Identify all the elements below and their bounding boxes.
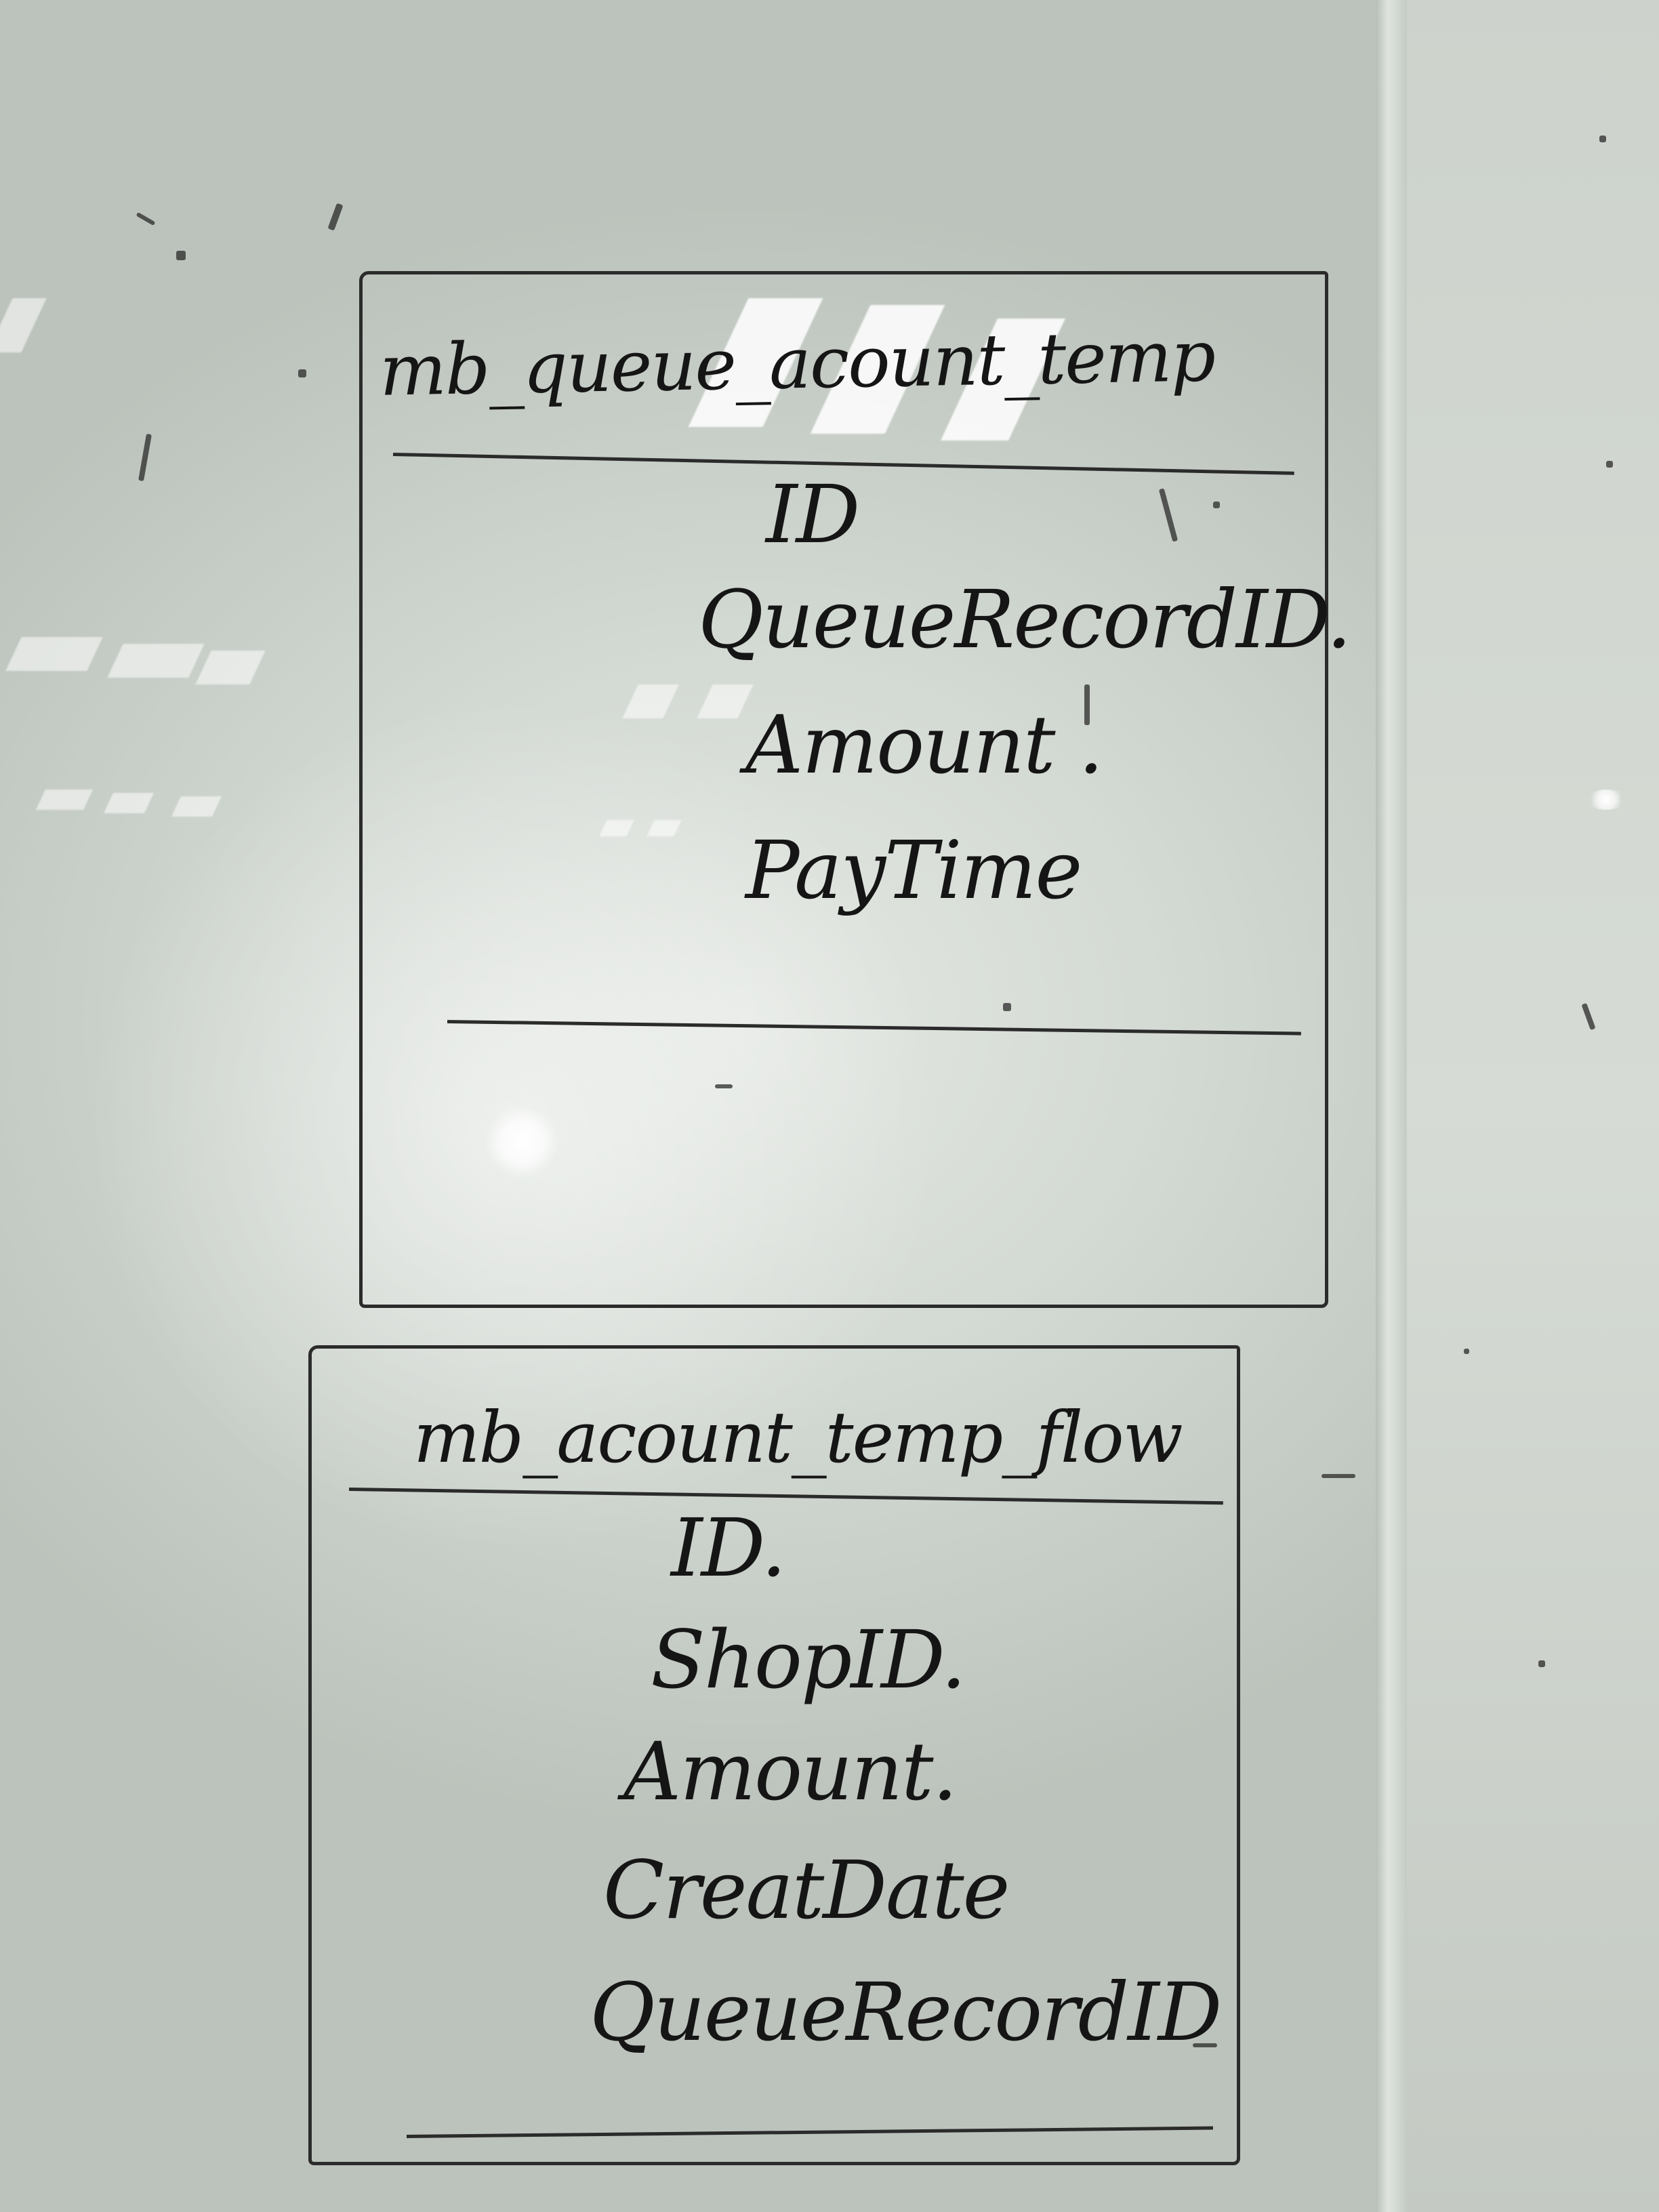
whiteboard-frame-edge <box>1376 0 1407 2212</box>
table-2-field-2: ShopID. <box>651 1613 966 1706</box>
table-2-field-1: ID. <box>671 1501 787 1595</box>
table-box-1 <box>359 271 1328 1308</box>
table-2-field-5: QueueRecordID <box>590 1965 1222 2059</box>
table-1-field-2: QueueRecordID. <box>698 573 1352 666</box>
table-2-field-3: Amount. <box>623 1725 958 1818</box>
adjacent-wall-panel <box>1407 0 1659 2212</box>
table-2-title: mb_acount_temp_flow <box>413 1396 1183 1479</box>
table-box-2 <box>308 1345 1240 2165</box>
table-1-field-1: ID <box>766 468 860 561</box>
table-1-field-4: PayTime <box>745 823 1082 917</box>
table-2-field-4: CreatDate <box>603 1843 1010 1937</box>
table-1-field-3: Amount . <box>745 698 1104 792</box>
table-1-title: mb_queue_acount_temp <box>379 314 1215 412</box>
